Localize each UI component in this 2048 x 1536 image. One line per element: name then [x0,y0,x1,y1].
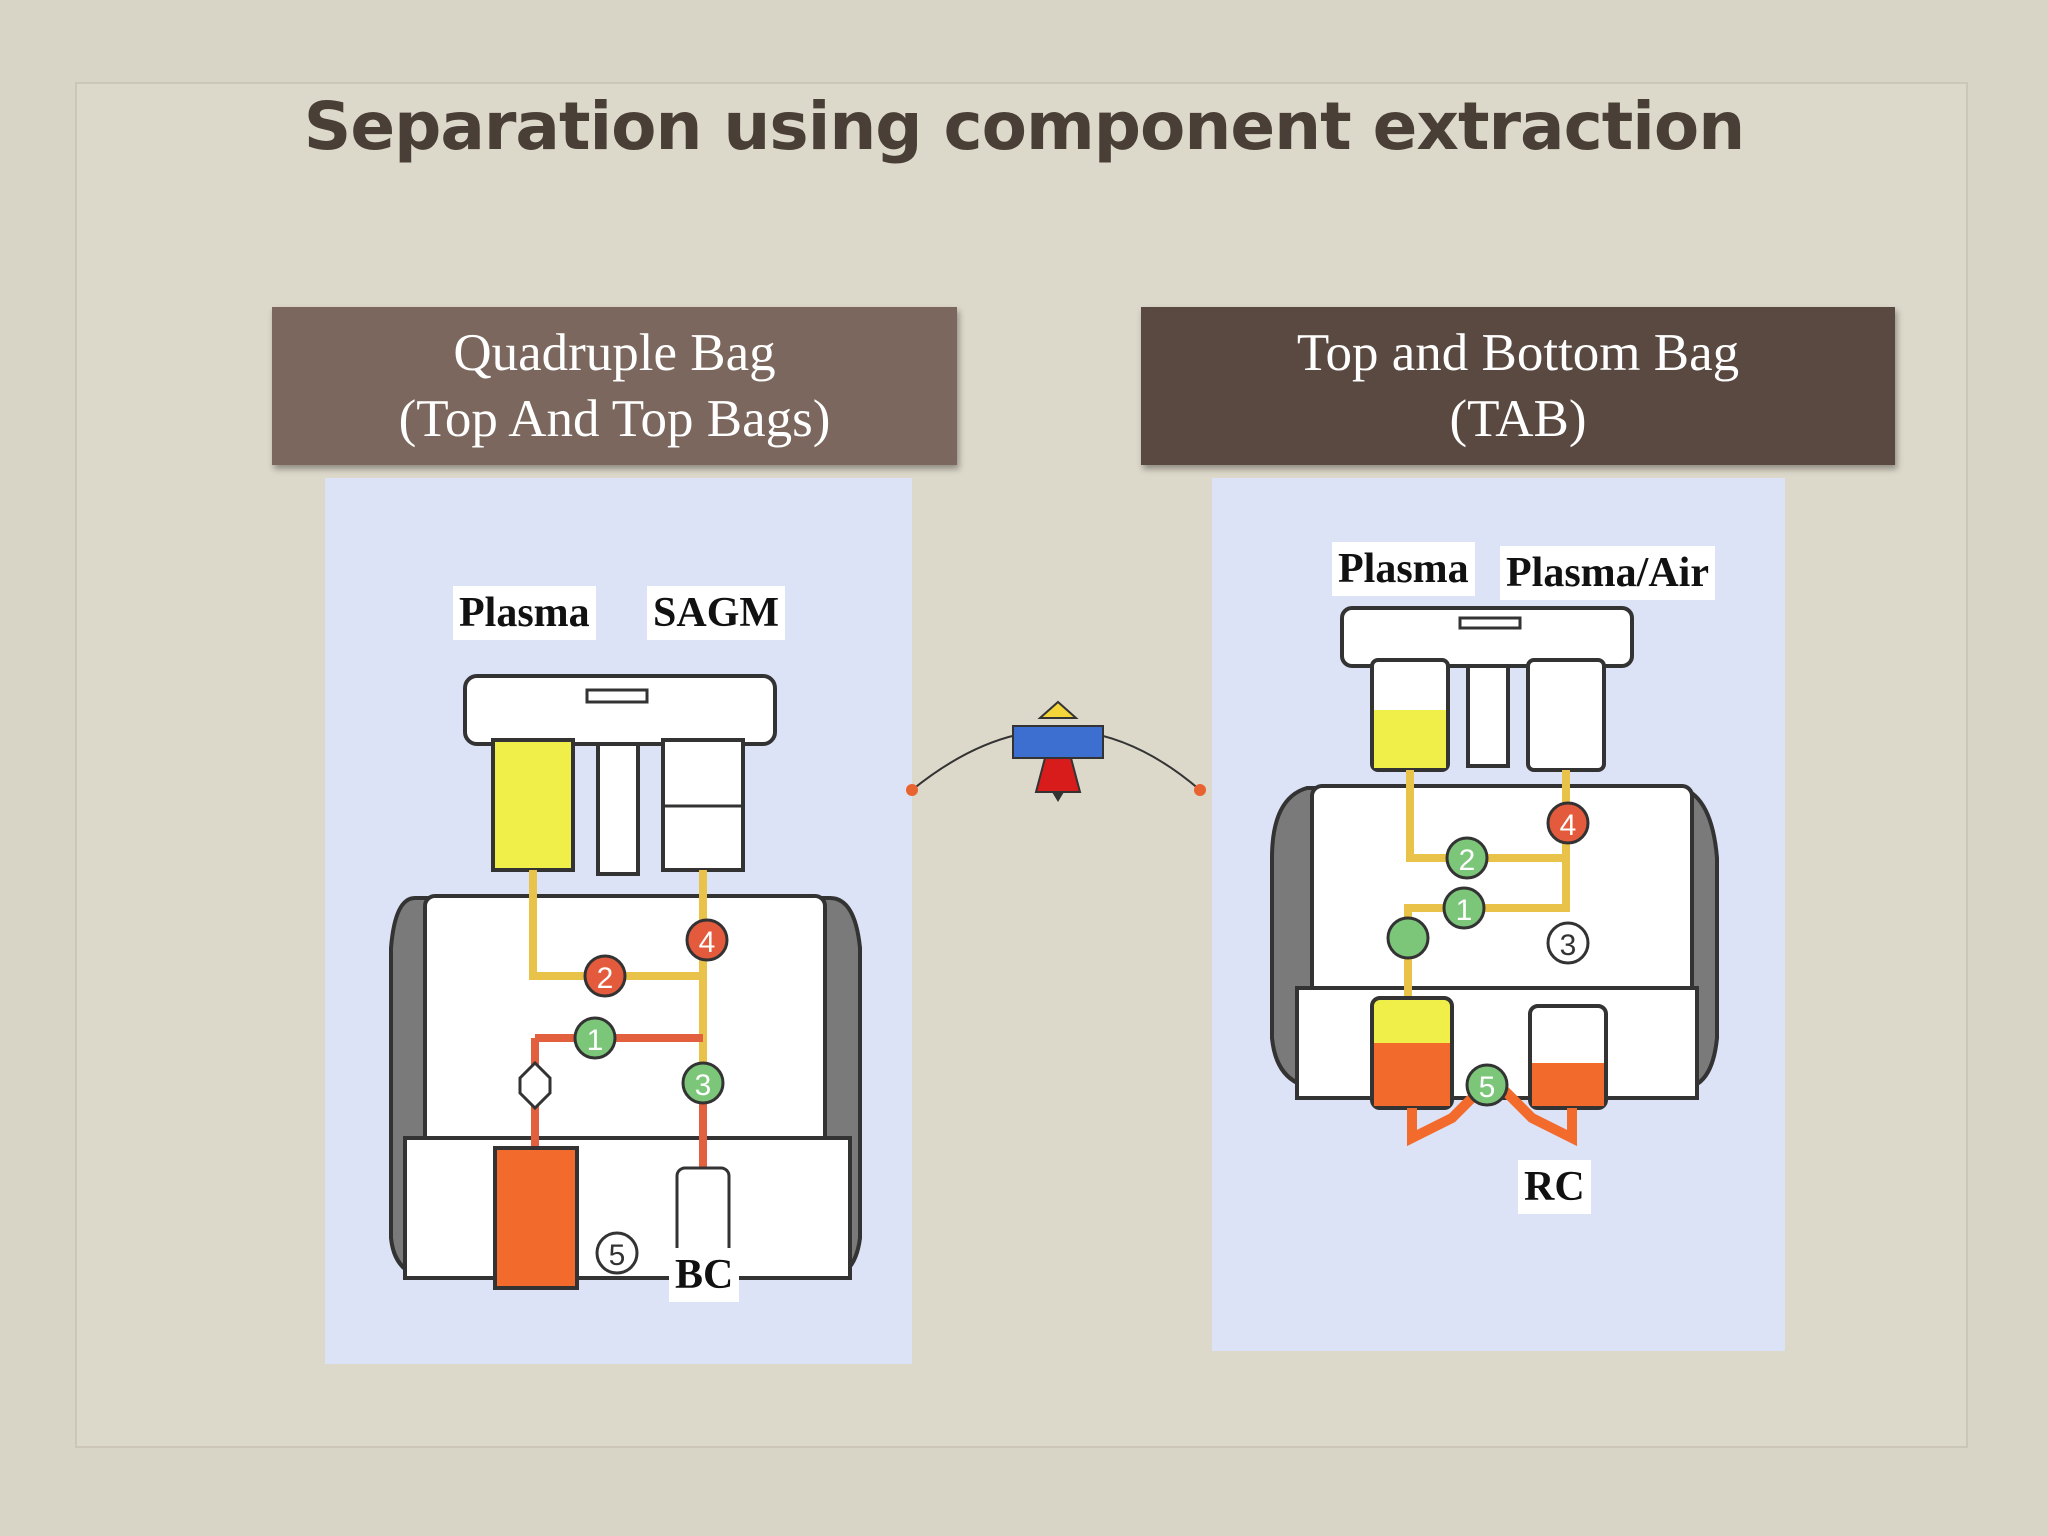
label-rc: RC [1518,1160,1591,1214]
plasma-tube [529,870,703,980]
center-post [596,742,640,876]
plasma-bag-fill [1374,710,1446,768]
svg-text:1: 1 [1456,894,1473,927]
label-plasma: Plasma [453,586,596,640]
white-valve [518,1060,552,1111]
quadruple-bag-svg: 4 2 1 3 5 [389,674,862,1290]
valve-5: 5 [1465,1063,1509,1107]
valve-2: 2 [583,954,627,998]
quadruple-bag-header-line1: Quadruple Bag [453,324,776,382]
svg-text:5: 5 [1479,1071,1496,1104]
svg-text:5: 5 [609,1239,626,1272]
quadruple-bag-header: Quadruple Bag (Top And Top Bags) [272,307,957,465]
valve-5: 5 [595,1231,639,1275]
svg-text:1: 1 [587,1024,604,1057]
tab-header-line2: (TAB) [1449,390,1587,448]
valve-3: 3 [681,1061,725,1105]
svg-text:4: 4 [699,926,716,959]
bottom-bag-red [1374,1043,1450,1106]
hanger-slot [1458,616,1522,630]
valve-unnumbered [1386,916,1430,960]
valve-1: 1 [573,1016,617,1060]
plasma-bag [491,738,575,872]
tab-diagram: 4 2 1 3 5 Plasma Plasma/Air RC [1212,478,1785,1351]
svg-text:3: 3 [1560,929,1577,962]
connector-arc [906,700,1206,802]
tab-header: Top and Bottom Bag (TAB) [1141,307,1895,465]
svg-text:4: 4 [1560,809,1577,842]
quadruple-bag-header-line2: (Top And Top Bags) [398,390,831,448]
figure-icon [1012,700,1104,802]
hanger-slot [585,688,649,704]
valve-4: 4 [685,918,729,962]
valve-3: 3 [1546,921,1590,965]
label-sagm: SAGM [647,586,785,640]
label-bc: BC [669,1248,740,1302]
svg-text:2: 2 [1459,844,1476,877]
slide-title: Separation using component extraction [303,88,1745,165]
label-plasma-air: Plasma/Air [1500,546,1715,600]
svg-text:2: 2 [597,962,614,995]
tab-header-line1: Top and Bottom Bag [1296,324,1740,382]
top-hanger [463,674,777,746]
label-plasma: Plasma [1332,542,1475,596]
svg-text:3: 3 [695,1069,712,1102]
red-cell-bag [493,1146,579,1290]
plasma-air-bag [1526,658,1606,772]
tab-svg: 4 2 1 3 5 [1270,606,1719,1147]
rc-bag-fill [1532,1063,1604,1106]
center-post [1466,664,1510,768]
quadruple-bag-diagram: 4 2 1 3 5 Plasma SAGM BC [325,478,912,1364]
valve-4: 4 [1546,801,1590,845]
valve-1: 1 [1442,886,1486,930]
valve-2: 2 [1445,836,1489,880]
